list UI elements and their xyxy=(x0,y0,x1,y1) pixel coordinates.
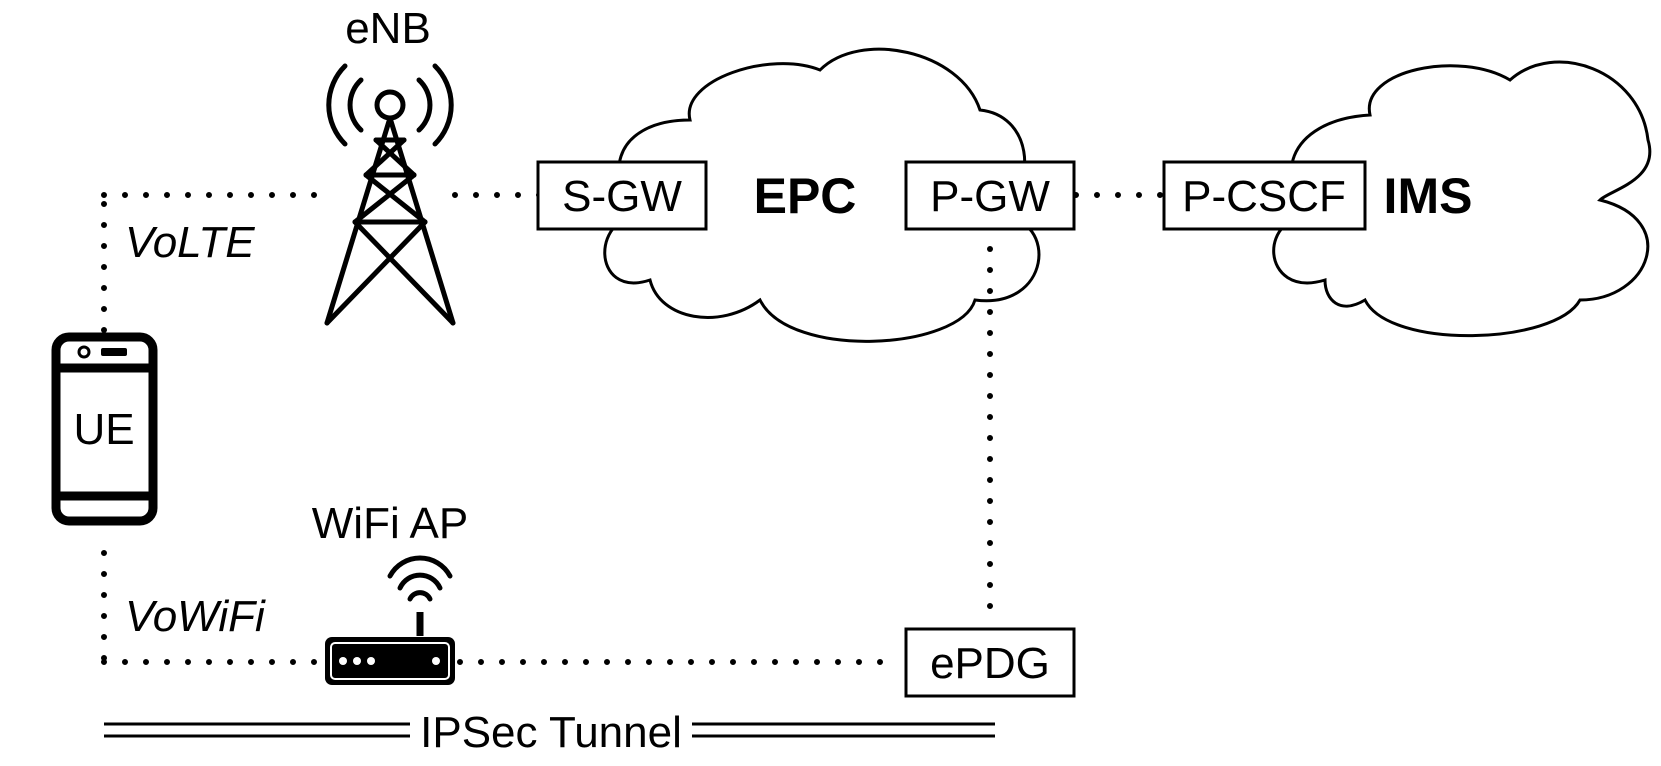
epdg-label: ePDG xyxy=(930,639,1050,688)
volte-label: VoLTE xyxy=(125,218,255,267)
epc-label: EPC xyxy=(754,168,857,224)
ue-label: UE xyxy=(73,405,134,454)
ims-label: IMS xyxy=(1384,168,1473,224)
pcscf-label: P-CSCF xyxy=(1182,172,1346,221)
sgw-box xyxy=(536,160,708,231)
ipsec-tunnel-label: IPSec Tunnel xyxy=(420,708,682,757)
vowifi-label: VoWiFi xyxy=(125,592,266,641)
epdg-box xyxy=(904,627,1076,698)
wifi-router-icon xyxy=(325,555,455,685)
wifi-ap-label: WiFi AP xyxy=(312,499,468,548)
enb-label: eNB xyxy=(345,4,431,53)
sgw-label: S-GW xyxy=(562,172,682,221)
ipsec-tunnel-lines xyxy=(104,722,995,738)
smartphone-icon xyxy=(51,332,158,526)
pgw-label: P-GW xyxy=(930,172,1050,221)
pgw-box xyxy=(904,160,1076,231)
cell-tower-icon xyxy=(324,63,456,326)
link-lines xyxy=(101,192,1169,665)
pcscf-box xyxy=(1162,160,1367,231)
